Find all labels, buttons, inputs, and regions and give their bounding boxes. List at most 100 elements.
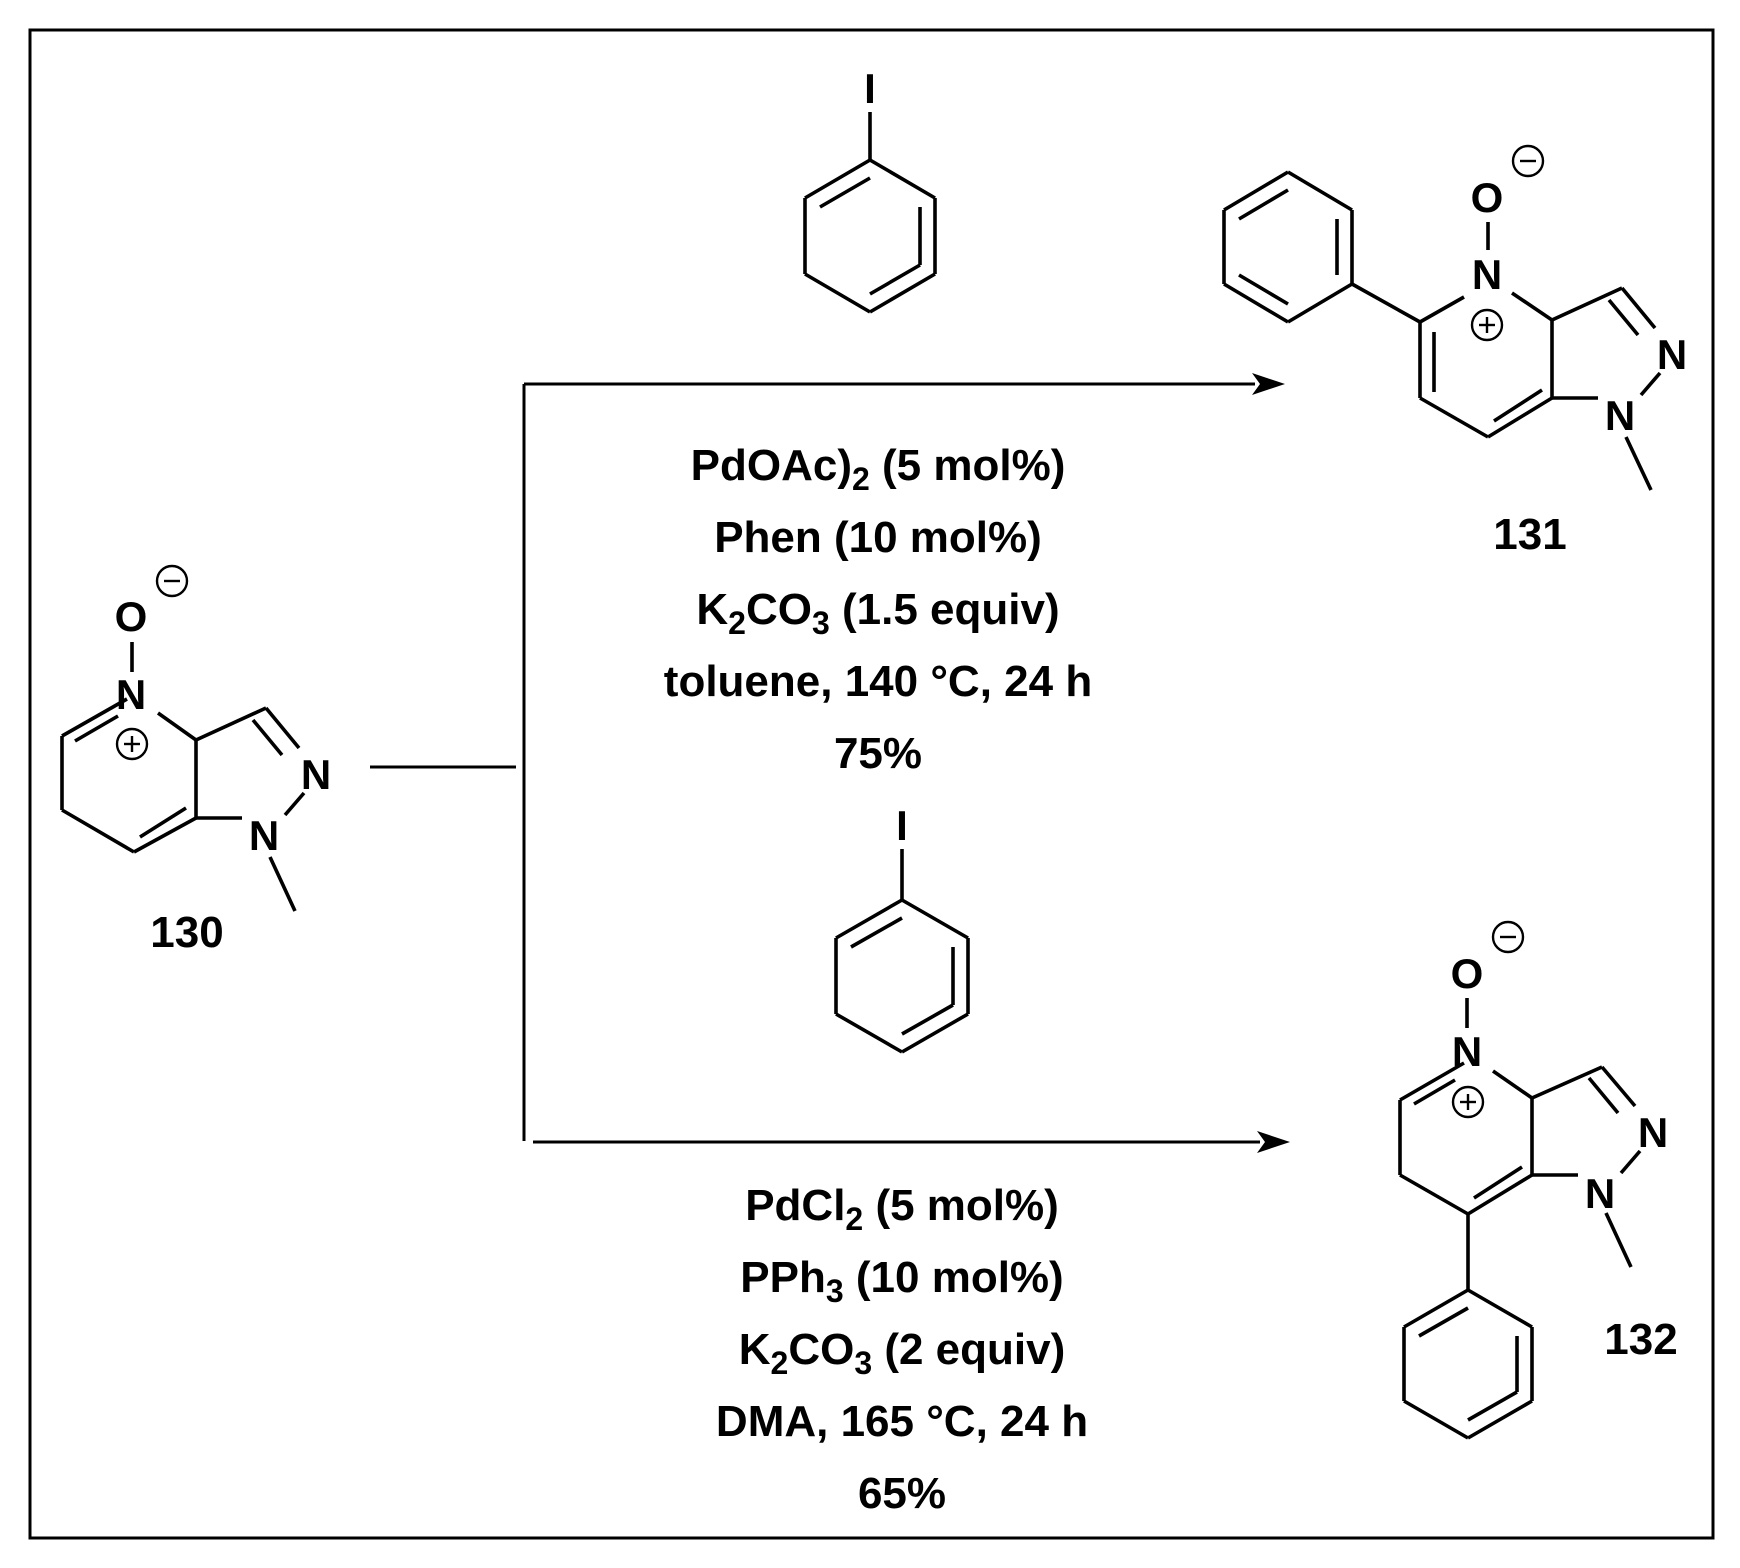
bond bbox=[1607, 298, 1640, 337]
bond bbox=[901, 1003, 954, 1036]
bond bbox=[1287, 282, 1353, 324]
bond bbox=[251, 718, 284, 757]
bond bbox=[1287, 170, 1353, 212]
negative-charge-icon bbox=[1511, 144, 1545, 178]
bond bbox=[1487, 396, 1553, 439]
bond bbox=[1620, 286, 1657, 330]
bond bbox=[1223, 170, 1289, 212]
atom-n: N bbox=[116, 671, 146, 718]
condition-yield-top: 75% bbox=[834, 729, 922, 778]
bond bbox=[1238, 188, 1289, 221]
atom-i: I bbox=[896, 802, 908, 849]
product-132: N O N N 132 bbox=[1398, 920, 1678, 1440]
iodobenzene-reagent-bottom: I bbox=[834, 802, 970, 1054]
bond bbox=[1619, 1149, 1642, 1175]
condition-catalyst-top: PdOAc)2 (5 mol%) bbox=[691, 441, 1066, 497]
condition-ligand-top: Phen (10 mol%) bbox=[714, 513, 1042, 562]
bond bbox=[74, 714, 119, 743]
atom-n: N bbox=[249, 812, 279, 859]
bond bbox=[804, 272, 871, 314]
bond bbox=[1238, 273, 1289, 306]
bond bbox=[1399, 1173, 1469, 1216]
arrowhead-bottom bbox=[1257, 1131, 1290, 1153]
condition-base-top: K2CO3 (1.5 equiv) bbox=[696, 585, 1059, 641]
arrowhead-top bbox=[1252, 373, 1285, 395]
atom-o: O bbox=[1451, 950, 1484, 997]
compound-label-130: 130 bbox=[150, 908, 223, 957]
reaction-arrows bbox=[370, 373, 1290, 1153]
atom-o: O bbox=[115, 593, 148, 640]
bond bbox=[1403, 1288, 1469, 1329]
conditions-bottom: PdCl2 (5 mol%) PPh3 (10 mol%) K2CO3 (2 e… bbox=[716, 1181, 1088, 1518]
bond bbox=[1467, 1390, 1518, 1422]
bond bbox=[1419, 396, 1489, 439]
condition-base-bottom: K2CO3 (2 equiv) bbox=[739, 1325, 1066, 1381]
bond bbox=[1491, 1069, 1534, 1100]
bond bbox=[61, 697, 128, 738]
bond bbox=[1399, 1061, 1465, 1102]
atom-n: N bbox=[1452, 1028, 1482, 1075]
bond bbox=[819, 176, 871, 209]
bond bbox=[1413, 1078, 1456, 1106]
bond bbox=[133, 816, 197, 854]
bond bbox=[1624, 436, 1653, 491]
bond bbox=[1419, 295, 1465, 324]
bond bbox=[1639, 371, 1662, 397]
bond bbox=[835, 898, 903, 940]
negative-charge-icon bbox=[155, 564, 189, 598]
bond bbox=[1531, 1065, 1603, 1100]
bond bbox=[869, 263, 921, 296]
bond bbox=[1493, 388, 1543, 423]
bond bbox=[901, 898, 969, 940]
bond bbox=[1551, 286, 1623, 322]
iodobenzene-reagent-top: I bbox=[803, 65, 937, 314]
bond bbox=[195, 706, 267, 742]
bond bbox=[850, 916, 903, 949]
bond bbox=[901, 1012, 969, 1054]
bond bbox=[1467, 1399, 1533, 1440]
positive-charge-icon bbox=[115, 727, 149, 761]
bond bbox=[1418, 1306, 1469, 1338]
atom-n: N bbox=[1472, 251, 1502, 298]
compound-label-131: 131 bbox=[1493, 510, 1566, 559]
compound-label-132: 132 bbox=[1604, 1315, 1677, 1364]
condition-yield-bottom: 65% bbox=[858, 1469, 946, 1518]
atom-n: N bbox=[301, 751, 331, 798]
bond bbox=[1351, 282, 1421, 324]
bond bbox=[1604, 1212, 1633, 1268]
positive-charge-icon bbox=[1451, 1085, 1485, 1119]
positive-charge-icon bbox=[1470, 308, 1504, 342]
atom-i: I bbox=[864, 65, 876, 112]
atom-o: O bbox=[1471, 174, 1504, 221]
bond bbox=[61, 808, 135, 854]
bond bbox=[869, 158, 936, 200]
condition-solvent-bottom: DMA, 165 °C, 24 h bbox=[716, 1397, 1088, 1446]
product-131: N O N N 131 bbox=[1222, 144, 1687, 559]
atom-n: N bbox=[1585, 1170, 1615, 1217]
bond bbox=[1473, 1165, 1523, 1200]
conditions-top: PdOAc)2 (5 mol%) Phen (10 mol%) K2CO3 (1… bbox=[664, 441, 1092, 778]
bond bbox=[1587, 1076, 1620, 1115]
bond bbox=[1467, 1288, 1533, 1329]
bond bbox=[1467, 1173, 1533, 1216]
scheme-frame bbox=[28, 28, 1715, 1540]
bond bbox=[264, 706, 301, 750]
bond bbox=[1600, 1065, 1637, 1108]
bond bbox=[156, 711, 198, 742]
bond bbox=[804, 158, 871, 200]
bond bbox=[1223, 282, 1289, 324]
condition-solvent-top: toluene, 140 °C, 24 h bbox=[664, 657, 1092, 706]
atom-n: N bbox=[1638, 1109, 1668, 1156]
bond bbox=[268, 856, 297, 912]
bond bbox=[869, 272, 936, 314]
negative-charge-icon bbox=[1491, 920, 1525, 954]
bond bbox=[1403, 1399, 1469, 1440]
atom-n: N bbox=[1605, 392, 1635, 439]
bond bbox=[139, 806, 187, 839]
condition-catalyst-bottom: PdCl2 (5 mol%) bbox=[745, 1181, 1059, 1237]
bond bbox=[283, 791, 306, 817]
condition-ligand-bottom: PPh3 (10 mol%) bbox=[740, 1253, 1063, 1309]
atom-n: N bbox=[1657, 331, 1687, 378]
bond bbox=[1510, 291, 1554, 322]
